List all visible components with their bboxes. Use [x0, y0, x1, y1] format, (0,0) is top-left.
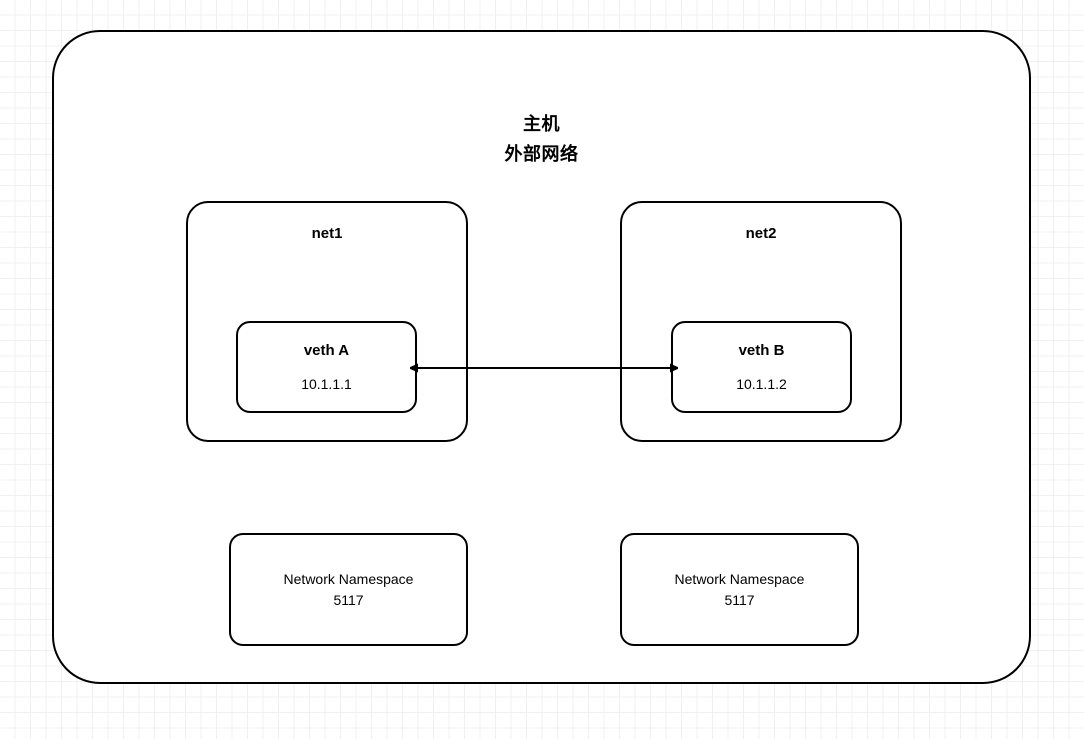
veth-b-name: veth B	[738, 342, 785, 359]
net1-label: net1	[311, 225, 343, 242]
veth-a-ip: 10.1.1.1	[301, 376, 352, 392]
veth-a-name: veth A	[303, 342, 350, 359]
network-namespace-left[interactable]: Network Namespace 5117	[229, 533, 468, 646]
network-namespace-right[interactable]: Network Namespace 5117	[620, 533, 859, 646]
network-namespace-left-text: Network Namespace 5117	[283, 571, 414, 608]
network-namespace-right-text: Network Namespace 5117	[674, 571, 805, 608]
veth-b-node[interactable]: veth B 10.1.1.2	[671, 321, 852, 413]
host-title: 主机 外部网络	[504, 114, 579, 164]
net2-label: net2	[745, 225, 777, 242]
veth-b-ip: 10.1.1.2	[736, 376, 787, 392]
veth-a-node[interactable]: veth A 10.1.1.1	[236, 321, 417, 413]
